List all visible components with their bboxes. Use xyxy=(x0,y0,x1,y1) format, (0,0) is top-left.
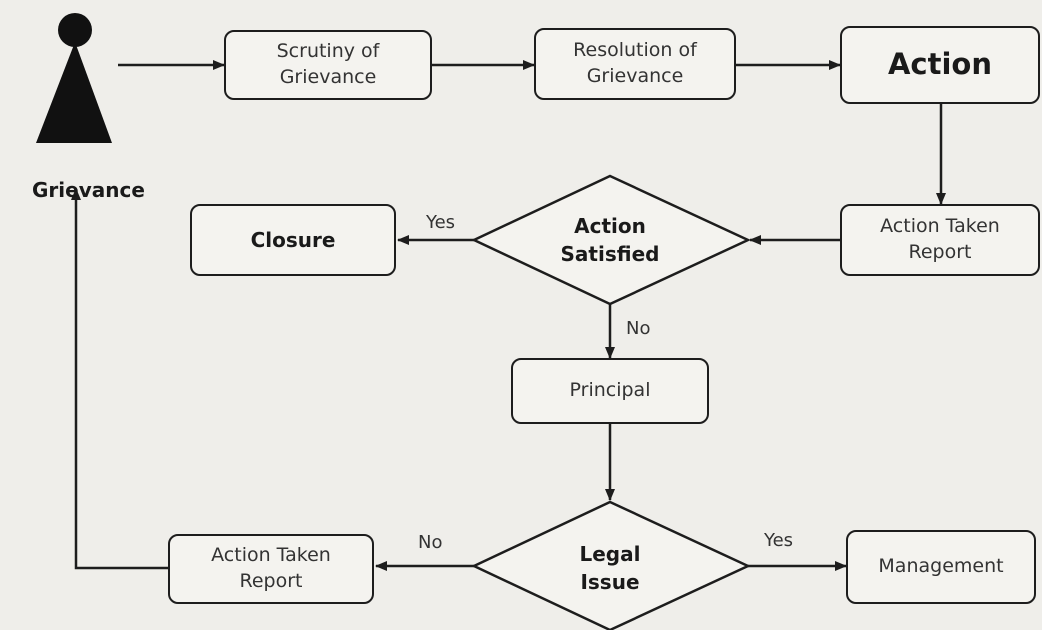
node-action: Action xyxy=(840,26,1040,104)
node-management: Management xyxy=(846,530,1036,604)
person-icon xyxy=(36,13,112,143)
grievance-label: Grievance xyxy=(32,178,145,202)
decision-action-satisfied-label: Action Satisfied xyxy=(560,214,660,266)
node-closure: Closure xyxy=(190,204,396,276)
edge-label-legal-no: No xyxy=(418,532,443,553)
node-resolution: Resolution of Grievance xyxy=(534,28,736,100)
edge-label-legal-yes: Yes xyxy=(764,530,794,551)
decision-legal-issue-label: Legal Issue xyxy=(579,542,641,594)
arrow-report-back-to-grievance xyxy=(71,188,168,570)
edge-label-satisfied-yes: Yes xyxy=(426,212,456,233)
node-action-taken-report-bottom: Action Taken Report xyxy=(168,534,374,604)
node-principal: Principal xyxy=(511,358,709,424)
node-scrutiny: Scrutiny of Grievance xyxy=(224,30,432,100)
edge-label-satisfied-no: No xyxy=(626,318,651,339)
node-action-taken-report-top: Action Taken Report xyxy=(840,204,1040,276)
decision-diamond-legal-issue xyxy=(471,500,751,630)
